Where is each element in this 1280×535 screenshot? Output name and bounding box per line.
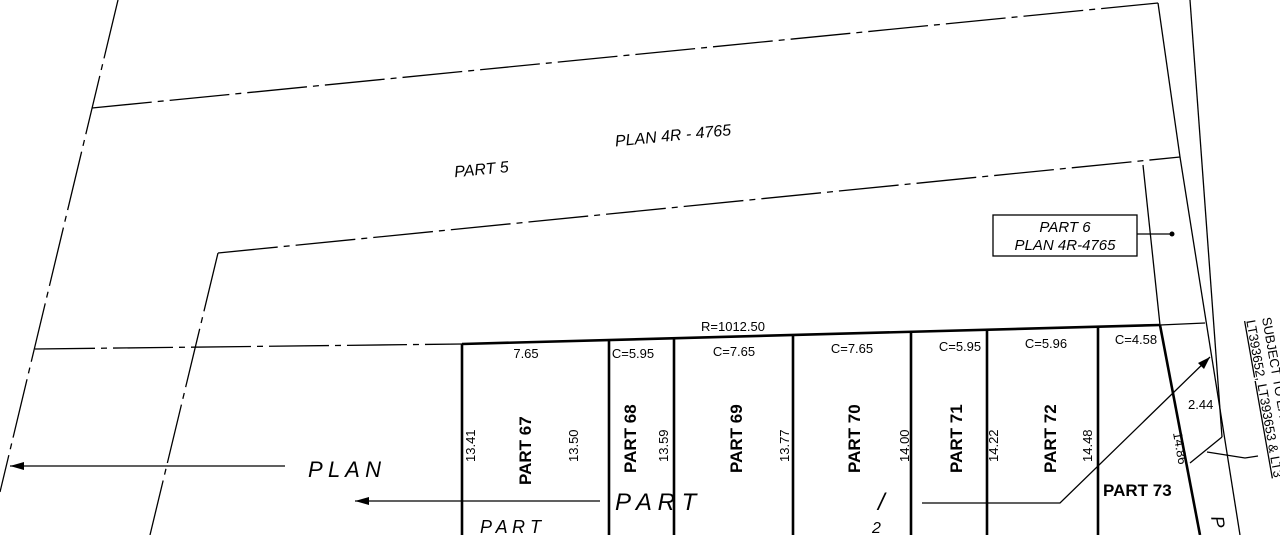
part5-bottom-boundary bbox=[217, 156, 1181, 254]
part5-top-boundary bbox=[91, 2, 1159, 109]
part6-label: PART 6 bbox=[1039, 219, 1091, 236]
curve-boundary bbox=[461, 323, 1161, 346]
street-line bbox=[34, 343, 463, 350]
depth-69: 13.77 bbox=[777, 429, 792, 462]
radius-label: R=1012.50 bbox=[701, 319, 765, 334]
chord-70: C=7.65 bbox=[831, 341, 873, 356]
part-69-label: PART 69 bbox=[727, 404, 746, 473]
part5-right-boundary bbox=[1157, 2, 1181, 158]
arrow-head-icon bbox=[10, 462, 24, 470]
part-p-label: P bbox=[1207, 514, 1229, 529]
depth-73: 14.86 bbox=[1170, 431, 1190, 466]
part-dividers bbox=[460, 327, 1100, 535]
part6-left-line bbox=[1142, 164, 1161, 326]
part5-label: PART 5 bbox=[454, 159, 510, 181]
part-70-label: PART 70 bbox=[845, 404, 864, 473]
part6-label-box bbox=[992, 214, 1138, 257]
leader-line bbox=[922, 356, 1211, 504]
chord-67: 7.65 bbox=[513, 346, 538, 361]
depth-72: 14.48 bbox=[1080, 429, 1095, 462]
depth-67-left: 13.41 bbox=[463, 429, 478, 462]
plan-label: P L A N bbox=[308, 457, 381, 482]
leader-dot-icon bbox=[1169, 231, 1175, 237]
part6-plan-label: PLAN 4R-4765 bbox=[1015, 237, 1117, 254]
curve-extension bbox=[1159, 322, 1206, 326]
chord-71: C=5.95 bbox=[939, 339, 981, 354]
left-diagonal-boundary bbox=[0, 0, 119, 493]
chord-69: C=7.65 bbox=[713, 344, 755, 359]
part-73-label: PART 73 bbox=[1103, 481, 1172, 500]
part-71-label: PART 71 bbox=[947, 404, 966, 473]
part1-label: P A R T bbox=[615, 489, 699, 516]
dimension-arrow bbox=[1189, 0, 1223, 438]
chord-68: C=5.95 bbox=[612, 346, 654, 361]
subject-leader bbox=[1206, 451, 1259, 459]
part5-plan-label: PLAN 4R - 4765 bbox=[614, 122, 732, 150]
chord-73: C=4.58 bbox=[1115, 332, 1157, 347]
depth-67-right: 13.50 bbox=[566, 429, 581, 462]
part-67-label: PART 67 bbox=[516, 416, 535, 485]
part-number-two: 2 bbox=[871, 520, 881, 535]
arrow-head-icon bbox=[1198, 357, 1210, 369]
part73-right-boundary bbox=[1158, 324, 1202, 535]
dimension-244: 2.44 bbox=[1188, 397, 1213, 412]
depth-71: 14.22 bbox=[986, 429, 1001, 462]
part-68-label: PART 68 bbox=[621, 404, 640, 473]
part-72-label: PART 72 bbox=[1041, 404, 1060, 473]
arrow-head-icon bbox=[355, 497, 369, 505]
depth-70: 14.00 bbox=[897, 429, 912, 462]
inner-left-boundary bbox=[149, 252, 219, 535]
part6-right-line bbox=[1179, 156, 1241, 535]
part-label-small: P A R T bbox=[480, 517, 543, 535]
depth-68: 13.59 bbox=[656, 429, 671, 462]
chord-72: C=5.96 bbox=[1025, 336, 1067, 351]
easement-note: SUBJECT TO EA LT393652, LT393653 & LT3 bbox=[1243, 316, 1280, 479]
part-number-one: / bbox=[876, 489, 887, 516]
